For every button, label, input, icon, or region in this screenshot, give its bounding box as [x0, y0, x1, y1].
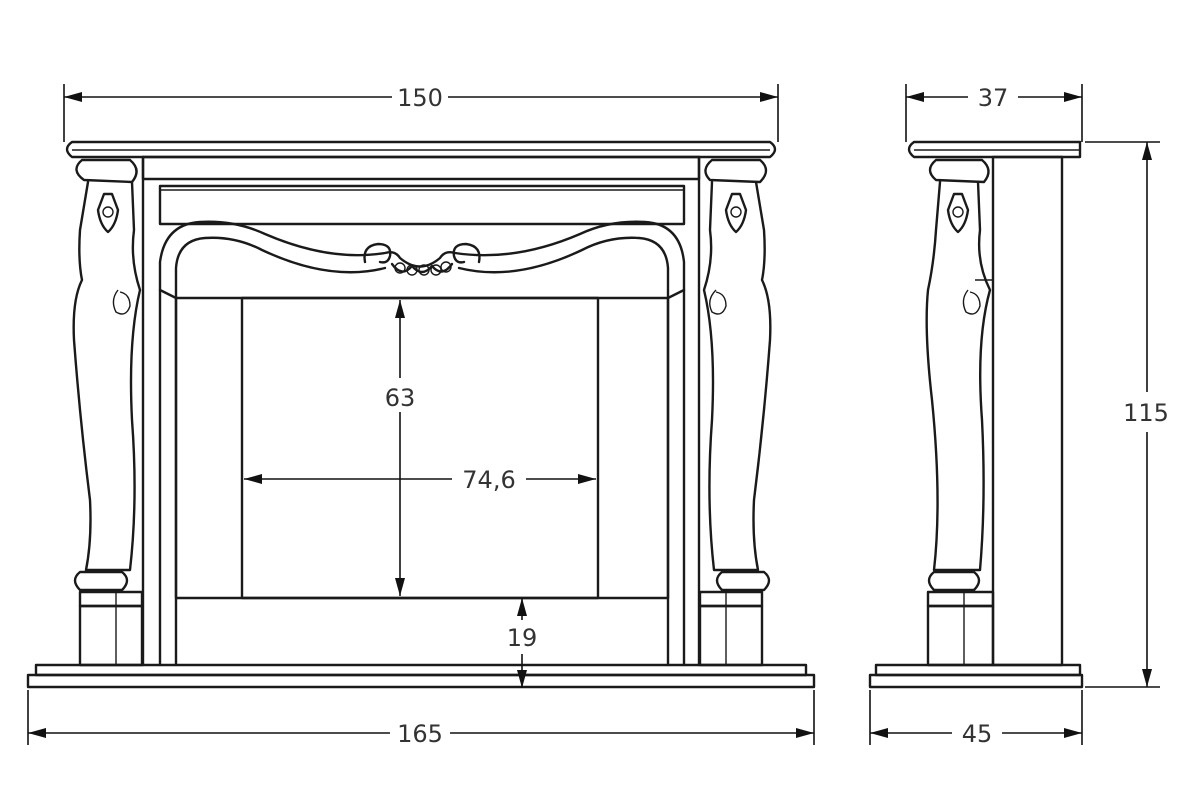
dim-label-45: 45: [962, 720, 993, 748]
dim-label-37: 37: [978, 84, 1009, 112]
front-base-bottom: [26, 673, 816, 689]
dim-label-63: 63: [385, 384, 416, 412]
dimension-115: 115: [1085, 141, 1169, 688]
dim-label-74-6: 74,6: [462, 466, 515, 494]
dimension-150: 150: [63, 84, 779, 142]
side-view: [868, 140, 1084, 689]
dimension-165: 165: [27, 690, 815, 748]
side-base-top: [874, 663, 1082, 677]
front-firebox: [174, 296, 670, 600]
dim-label-150: 150: [397, 84, 443, 112]
dimension-63: 63: [385, 300, 416, 596]
dim-label-165: 165: [397, 720, 443, 748]
dimension-74-6: 74,6: [244, 466, 596, 494]
front-base-top: [34, 663, 808, 677]
side-back-panel: [991, 155, 1064, 667]
front-right-pillar: [697, 155, 772, 667]
side-base-bottom: [868, 673, 1084, 689]
left-acanthus-ornament: [96, 192, 120, 234]
dimension-45: 45: [869, 690, 1083, 748]
dim-label-19: 19: [507, 624, 538, 652]
right-acanthus-ornament: [724, 192, 748, 234]
front-mantel-shelf: [65, 140, 777, 159]
front-frieze: [141, 155, 701, 181]
front-view: [26, 140, 816, 689]
front-left-pillar: [72, 155, 145, 667]
front-firebox-back: [240, 296, 600, 600]
dimension-37: 37: [905, 84, 1083, 142]
side-pillar: [925, 158, 995, 667]
front-center-ornament: [363, 242, 481, 276]
dimension-19: 19: [507, 598, 538, 688]
dim-label-115: 115: [1123, 399, 1169, 427]
